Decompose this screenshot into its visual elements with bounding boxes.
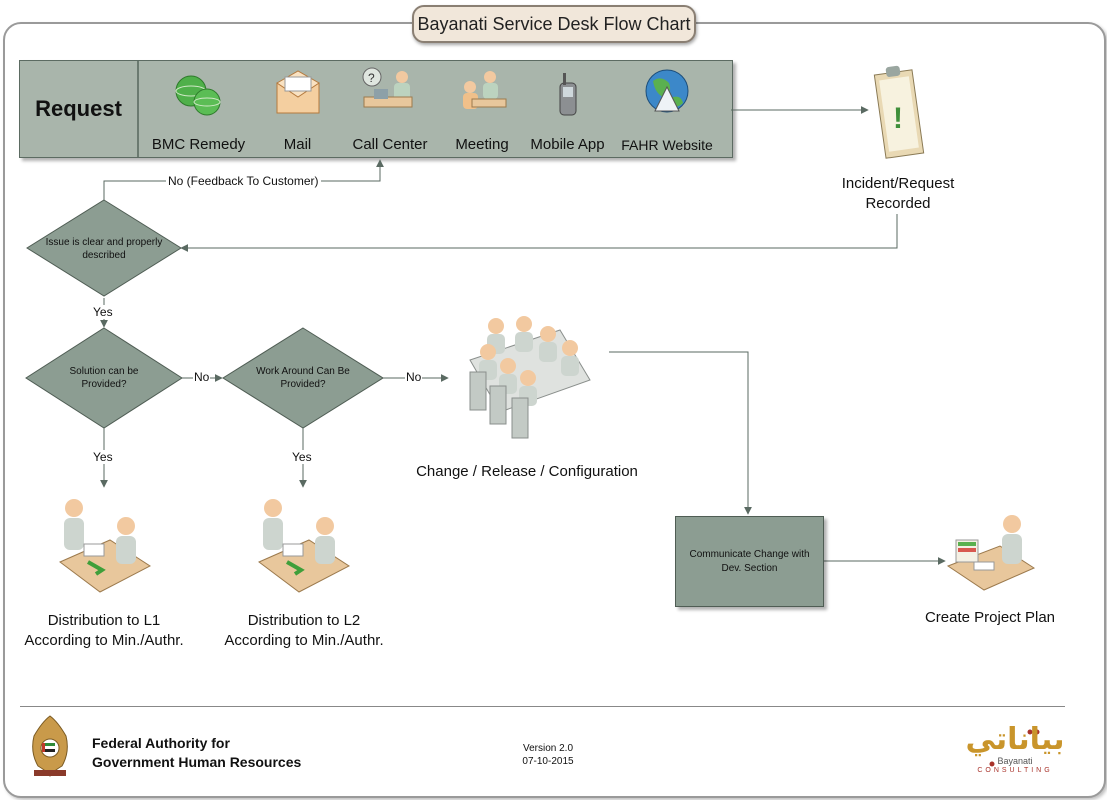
project-plan-icon: [946, 515, 1036, 591]
brand-name: Bayanati: [997, 756, 1033, 766]
svg-text:!: !: [893, 102, 903, 135]
communicate-change-box: Communicate Change with Dev. Section: [675, 516, 824, 607]
decision-issue-line1: Issue is clear and properly: [45, 237, 163, 248]
desk-handover-icon-l1: [59, 499, 151, 593]
project-plan-label: Create Project Plan: [924, 609, 1056, 626]
channel-label: Mobile App: [530, 136, 605, 153]
arrow-incident-to-issue: [180, 214, 898, 252]
request-bar: Request BMC Remedy Mail ? Call Center: [19, 60, 733, 158]
svg-text:?: ?: [368, 71, 375, 85]
channel-call-center: ? Call Center: [345, 61, 435, 157]
l2-line2: According to Min./Authr.: [224, 632, 384, 649]
l2-label: Distribution to L2 According to Min./Aut…: [214, 611, 394, 651]
edge-label-yes: Yes: [292, 450, 312, 464]
edge-label-no-feedback: No (Feedback To Customer): [166, 174, 321, 188]
incident-line1: Incident/Request: [841, 175, 955, 192]
uae-emblem-icon: [32, 715, 68, 778]
communicate-line1: Communicate Change with: [689, 548, 810, 560]
change-release-label: Change / Release / Configuration: [416, 463, 638, 480]
channel-label: Meeting: [455, 136, 509, 153]
edge-label-no: No: [193, 370, 211, 384]
decision-solution-line1: Solution can be: [69, 366, 139, 377]
brand-arabic: بياناتي: [965, 722, 1065, 757]
clipboard-icon: !: [873, 65, 925, 159]
l2-line1: Distribution to L2: [247, 612, 361, 629]
incident-line2: Recorded: [865, 195, 931, 212]
bayanati-logo: [989, 729, 1040, 767]
channel-label: BMC Remedy: [151, 136, 246, 153]
channel-mail: Mail: [260, 61, 335, 157]
decision-workaround: [222, 327, 384, 429]
communicate-line2: Dev. Section: [721, 562, 778, 574]
version-date: 07-10-2015: [522, 756, 574, 767]
l1-label: Distribution to L1 According to Min./Aut…: [14, 611, 194, 651]
l1-line1: Distribution to L1: [47, 612, 161, 629]
arrow-change-to-communicate: [609, 351, 752, 515]
mobile-phone-icon: [559, 73, 576, 116]
org-line2: Government Human Resources: [92, 754, 302, 770]
edge-label-no: No: [405, 370, 423, 384]
l1-line2: According to Min./Authr.: [24, 632, 184, 649]
decision-solution: [25, 327, 183, 429]
footer-divider: [20, 706, 1065, 707]
decision-solution-line2: Provided?: [81, 379, 127, 390]
edge-label-yes: Yes: [93, 305, 113, 319]
decision-issue-text: Issue is clear and properly described: [36, 236, 172, 262]
brand-sub: CONSULTING: [977, 767, 1053, 774]
bayanati-brand: بياناتي Bayanati CONSULTING: [960, 724, 1070, 776]
channel-label: FAHR Website: [621, 137, 713, 153]
organization-name: Federal Authority for Government Human R…: [92, 734, 301, 772]
version-number: Version 2.0: [522, 743, 574, 754]
call-center-icon: ?: [362, 67, 413, 108]
decision-workaround-line2: Provided?: [280, 379, 326, 390]
diagram-title: Bayanati Service Desk Flow Chart: [412, 5, 696, 43]
version-info: Version 2.0 07-10-2015: [505, 742, 591, 768]
org-line1: Federal Authority for: [92, 735, 230, 751]
decision-solution-text: Solution can be Provided?: [48, 365, 160, 391]
channel-fahr-website: FAHR Website: [617, 61, 717, 157]
decision-issue-clear: [26, 199, 182, 297]
globes-icon: [175, 75, 220, 116]
channel-mobile-app: Mobile App: [525, 61, 610, 157]
edge-label-yes: Yes: [93, 450, 113, 464]
decision-workaround-text: Work Around Can Be Provided?: [243, 365, 363, 391]
request-label: Request: [20, 61, 139, 157]
website-globe-icon: [645, 69, 689, 113]
conference-table-icon: [469, 316, 591, 439]
channel-bmc-remedy: BMC Remedy: [145, 61, 252, 157]
channel-label: Mail: [283, 136, 312, 153]
channel-meeting: Meeting: [442, 61, 522, 157]
meeting-icon: [463, 71, 507, 109]
desk-handover-icon-l2: [258, 499, 350, 593]
envelope-icon: [275, 70, 320, 114]
decision-issue-line2: described: [82, 250, 126, 261]
decision-workaround-line1: Work Around Can Be: [256, 366, 350, 377]
incident-label: Incident/Request Recorded: [828, 174, 968, 214]
channel-label: Call Center: [352, 136, 428, 153]
